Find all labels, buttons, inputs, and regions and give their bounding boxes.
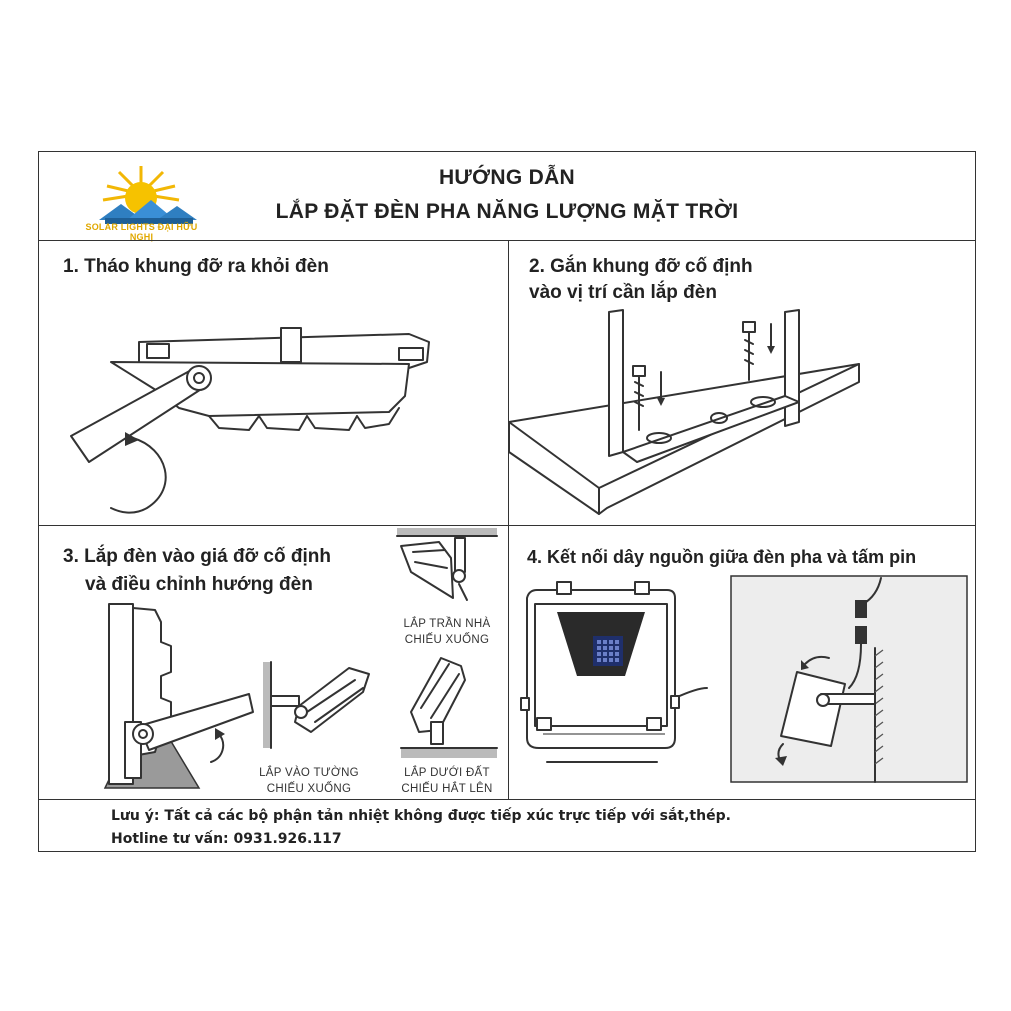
ceiling-caption-line-1: LẮP TRẦN NHÀ (403, 618, 491, 630)
ceiling-mount-illustration (396, 528, 498, 601)
ceiling-caption-line-2: CHIẾU XUỐNG (404, 634, 490, 646)
ground-caption-line-2: CHIẾU HẮT LÊN (401, 783, 493, 795)
step-1-title: 1. Tháo khung đỡ ra khỏi đèn (63, 256, 329, 277)
wall-caption-line-2: CHIẾU XUỐNG (266, 783, 352, 795)
floodlight-front-illustration (520, 581, 708, 763)
step-4-title: 4. Kết nối dây nguồn giữa đèn pha và tấm… (527, 547, 917, 567)
page-subtitle: LẮP ĐẶT ĐÈN PHA NĂNG LƯỢNG MẶT TRỜI (275, 200, 739, 223)
column-divider (508, 240, 509, 799)
step-3-title-line-1: 3. Lắp đèn vào giá đỡ cố định (63, 546, 331, 567)
footer-note: Lưu ý: Tất cả các bộ phận tản nhiệt khôn… (111, 808, 731, 824)
header-divider (39, 240, 975, 241)
step-2-illustration (508, 309, 860, 515)
instruction-sheet: SOLAR LIGHTS ĐẠI HỮU NGHỊ HƯỚNG DẪN LẮP … (38, 151, 976, 852)
sun-roof-logo-icon (99, 166, 197, 224)
logo-text: SOLAR LIGHTS ĐẠI HỮU NGHỊ (85, 222, 198, 242)
brand-logo: SOLAR LIGHTS ĐẠI HỮU NGHỊ (79, 162, 204, 242)
step-3-main-illustration (103, 603, 254, 789)
wall-connection-panel (730, 575, 968, 783)
hotline-text: Hotline tư vấn: 0931.926.117 (111, 831, 342, 847)
step-1-illustration (70, 327, 430, 514)
ground-caption-line-1: LẮP DƯỚI ĐẤT (404, 767, 490, 779)
page-title: HƯỚNG DẪN (438, 166, 576, 189)
step-2-title-line-2: vào vị trí cần lắp đèn (529, 282, 717, 303)
wall-mount-illustration (263, 661, 370, 749)
step-3-title-line-2: và điều chỉnh hướng đèn (85, 574, 313, 595)
footer-divider (39, 799, 975, 800)
row-divider (39, 525, 975, 526)
ground-mount-illustration (400, 657, 498, 758)
wall-caption-line-1: LẮP VÀO TƯỜNG (259, 767, 359, 779)
step-2-title-line-1: 2. Gắn khung đỡ cố định (529, 256, 753, 277)
